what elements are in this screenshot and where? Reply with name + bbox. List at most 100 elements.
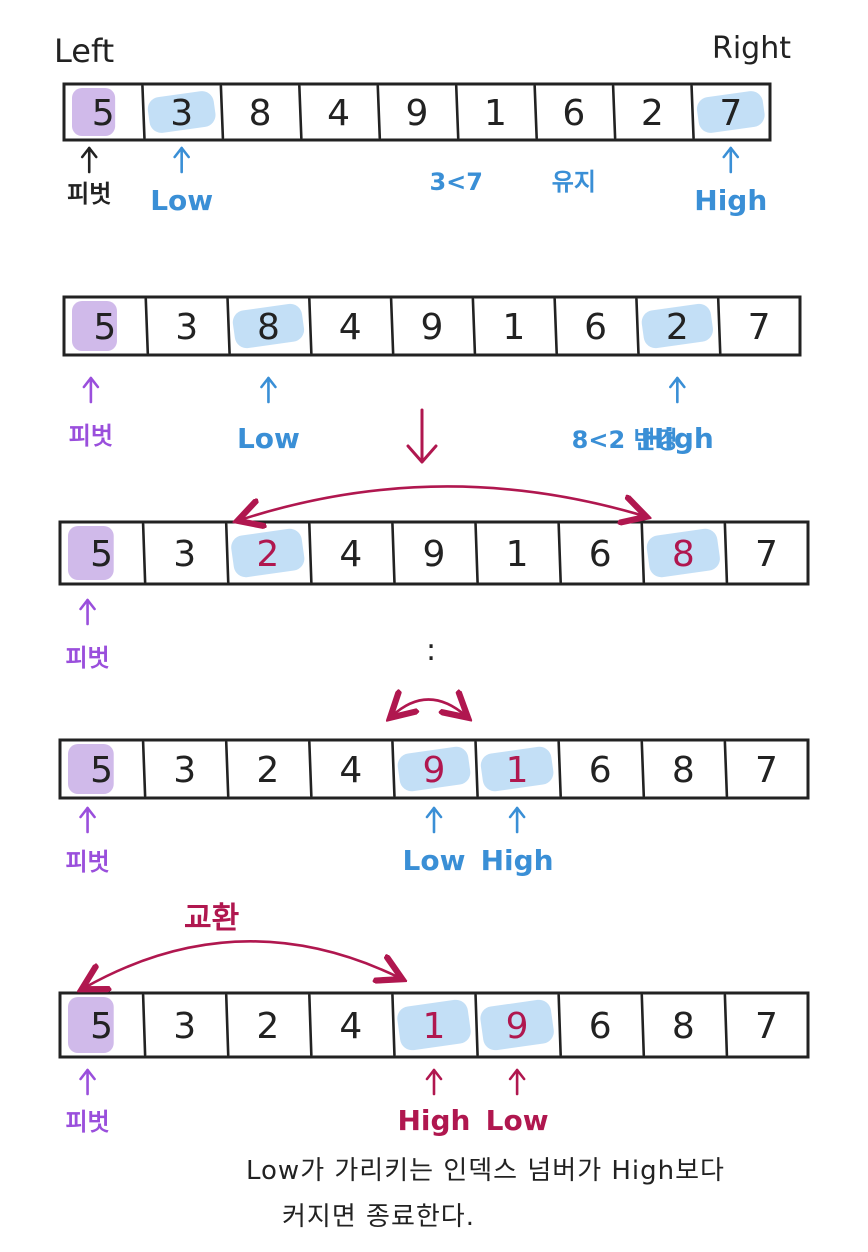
cell-divider xyxy=(716,297,722,355)
cell-highlight xyxy=(147,91,216,133)
cell-divider xyxy=(454,84,460,140)
cell-value: 9 xyxy=(506,1006,529,1047)
footer-note-line-2: 커지면 종료한다. xyxy=(282,1202,475,1232)
cell-highlight xyxy=(480,746,554,792)
cell-divider xyxy=(533,84,538,140)
pivot-highlight xyxy=(72,88,116,136)
cell-value: 5 xyxy=(92,93,115,134)
cell-divider xyxy=(224,522,230,584)
pointer-arrow xyxy=(82,376,100,404)
cell-divider xyxy=(308,522,313,584)
cell-divider xyxy=(471,297,477,355)
cell-highlight xyxy=(646,528,720,578)
pivot-label: 피벗 xyxy=(65,644,109,672)
pointer-label: High xyxy=(694,184,767,217)
cell-value: 8 xyxy=(249,93,272,134)
array-box xyxy=(58,991,810,1059)
cell-value: 7 xyxy=(755,534,778,575)
cell-divider xyxy=(391,522,396,584)
comparison-note: 3<7 xyxy=(429,168,483,196)
cell-value: 5 xyxy=(90,750,113,791)
cell-divider xyxy=(308,740,313,798)
cell-value: 7 xyxy=(719,93,742,134)
cell-value: 6 xyxy=(589,534,612,575)
cell-divider xyxy=(226,297,231,355)
cell-value: 4 xyxy=(339,750,362,791)
cell-value: 8 xyxy=(257,307,280,348)
cell-divider xyxy=(219,84,225,140)
cell-divider xyxy=(553,297,558,355)
cell-value: 2 xyxy=(256,750,279,791)
cell-divider xyxy=(723,740,729,798)
cell-value: 9 xyxy=(423,534,446,575)
cell-value: 8 xyxy=(672,1006,695,1047)
cell-divider xyxy=(141,522,147,584)
cell-divider xyxy=(141,84,146,140)
pointer-arrow xyxy=(669,376,686,404)
pivot-label: 피벗 xyxy=(65,1108,109,1136)
pointer-arrow xyxy=(425,806,443,834)
swap-label: 교환 xyxy=(184,901,239,936)
cell-divider xyxy=(389,297,395,355)
cell-divider xyxy=(224,993,230,1057)
cell-value: 9 xyxy=(421,307,444,348)
cell-divider xyxy=(474,993,479,1057)
cell-value: 1 xyxy=(484,93,507,134)
swap-arc-2-7 xyxy=(240,485,644,520)
cell-value: 1 xyxy=(506,534,529,575)
cell-divider xyxy=(474,740,479,798)
cell-highlight xyxy=(232,303,305,349)
continuation-dots: : xyxy=(426,633,436,668)
pointer-arrow xyxy=(508,806,526,834)
pivot-label: 피벗 xyxy=(69,422,113,450)
pivot-label: 피벗 xyxy=(65,848,109,876)
pointer-arrow xyxy=(80,146,98,174)
array-box xyxy=(58,738,810,800)
cell-value: 4 xyxy=(327,93,350,134)
cell-divider xyxy=(640,740,646,798)
cell-value: 2 xyxy=(666,307,689,348)
cell-divider xyxy=(640,522,646,584)
cell-value: 7 xyxy=(755,750,778,791)
cell-value: 3 xyxy=(173,534,196,575)
swap-arc-0-4 xyxy=(84,940,400,988)
pointer-arrow xyxy=(173,146,190,174)
comparison-note: 유지 xyxy=(552,168,596,196)
pointer-label: Low xyxy=(150,184,213,217)
cell-highlight xyxy=(231,528,305,578)
pointer-label: Low xyxy=(237,422,300,455)
cell-value: 7 xyxy=(748,307,771,348)
cell-divider xyxy=(376,84,382,140)
comparison-note: 8<2 변경 xyxy=(572,426,678,454)
cell-value: 6 xyxy=(584,307,607,348)
cell-value: 9 xyxy=(406,93,429,134)
pointer-arrow xyxy=(425,1068,443,1096)
pointer-label: Low xyxy=(486,1104,549,1137)
cell-value: 3 xyxy=(173,750,196,791)
cell-divider xyxy=(141,740,147,798)
cell-value: 6 xyxy=(589,1006,612,1047)
cell-value: 4 xyxy=(339,534,362,575)
cell-divider xyxy=(690,84,695,140)
pivot-label: 피벗 xyxy=(67,180,111,208)
cell-value: 5 xyxy=(90,534,113,575)
cell-value: 6 xyxy=(562,93,585,134)
cell-value: 1 xyxy=(423,1006,446,1047)
cell-value: 1 xyxy=(506,750,529,791)
cell-divider xyxy=(557,740,562,798)
cell-highlight xyxy=(480,999,554,1051)
pointer-label: High xyxy=(397,1104,470,1137)
right-label: Right xyxy=(712,31,791,66)
cell-divider xyxy=(308,993,313,1057)
cell-value: 3 xyxy=(175,307,198,348)
cell-highlight xyxy=(397,999,471,1051)
pointer-label: High xyxy=(641,422,714,455)
pointer-arrow xyxy=(79,806,96,834)
pointer-arrow xyxy=(79,598,96,626)
cell-divider xyxy=(144,297,150,355)
